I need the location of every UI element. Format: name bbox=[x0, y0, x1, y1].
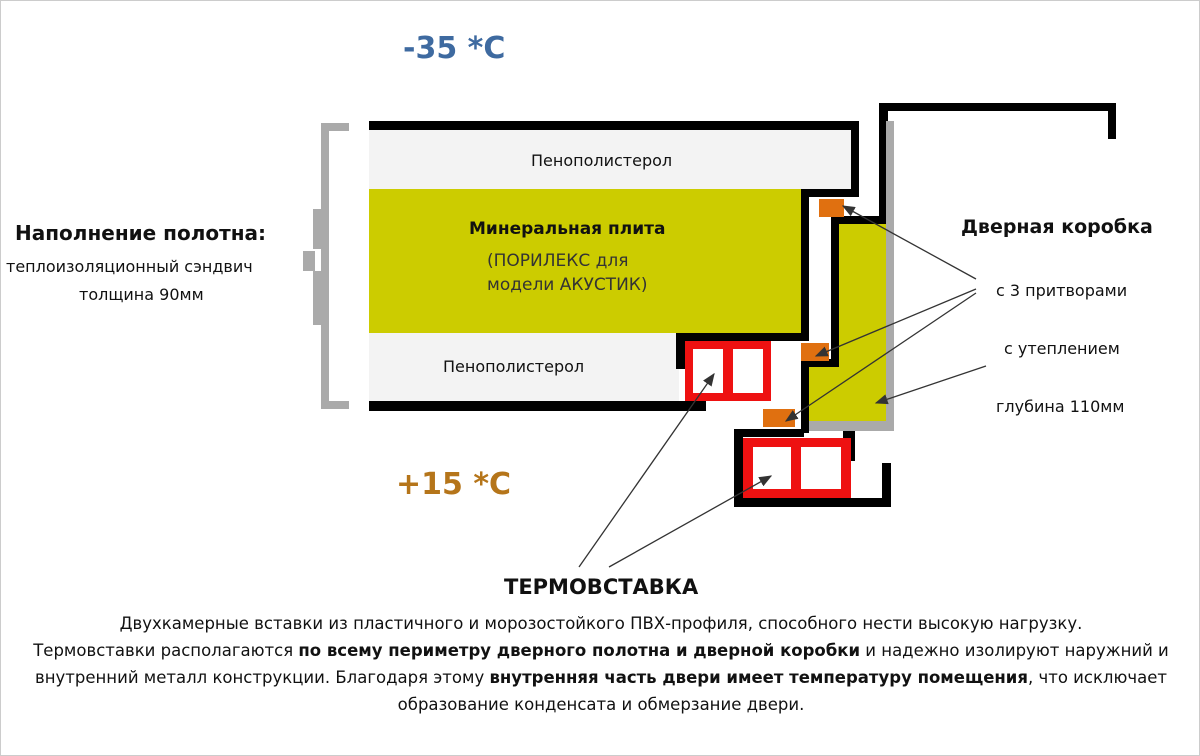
mineral-plate bbox=[369, 189, 801, 333]
thermo-description: Двухкамерные вставки из пластичного и мо… bbox=[1, 610, 1199, 718]
frame-insulation-label: с утеплением bbox=[1004, 339, 1120, 358]
mineral-title: Минеральная плита bbox=[469, 219, 666, 239]
desc-line-4: образование конденсата и обмерзание двер… bbox=[397, 695, 805, 714]
foam-bottom bbox=[369, 333, 679, 401]
thermo-title: ТЕРМОВСТАВКА bbox=[504, 575, 699, 599]
thermo-insert-leaf bbox=[685, 341, 771, 401]
text: и надежно изолируют наружний и bbox=[860, 641, 1169, 660]
mineral-sub1: (ПОРИЛЕКС для bbox=[487, 251, 629, 271]
leaf-fill-title: Наполнение полотна: bbox=[15, 221, 267, 245]
text: , что исключает bbox=[1027, 668, 1167, 687]
frame-depth: глубина 110мм bbox=[996, 397, 1125, 416]
text: внутренний металл конструкции. Благодаря… bbox=[35, 668, 490, 687]
desc-line-3: внутренний металл конструкции. Благодаря… bbox=[1, 664, 1199, 691]
mineral-sub2: модели АКУСТИК) bbox=[487, 275, 648, 295]
arrows bbox=[578, 205, 987, 568]
foam-top bbox=[369, 130, 851, 189]
foam-top-label: Пенополистерол bbox=[531, 151, 673, 170]
desc-line-2: Термовставки располагаются по всему пери… bbox=[1, 637, 1199, 664]
foam-bottom-label: Пенополистерол bbox=[443, 357, 585, 376]
outside-temperature: -35 *C bbox=[403, 31, 506, 66]
desc-line-1: Двухкамерные вставки из пластичного и мо… bbox=[119, 614, 1083, 633]
left-bracket bbox=[303, 123, 349, 409]
frame-title: Дверная коробка bbox=[961, 216, 1153, 238]
thermo-insert-frame bbox=[743, 438, 851, 498]
frame-outline bbox=[809, 121, 894, 431]
emphasis: внутренняя часть двери имеет температуру… bbox=[489, 668, 1028, 687]
leaf-fill-desc: теплоизоляционный сэндвич bbox=[6, 257, 253, 276]
emphasis: по всему периметру дверного полотна и дв… bbox=[298, 641, 861, 660]
text: Термовставки располагаются bbox=[33, 641, 299, 660]
frame-seals: с 3 притворами bbox=[996, 281, 1128, 300]
leaf-thickness: толщина 90мм bbox=[79, 285, 204, 304]
inside-temperature: +15 *C bbox=[396, 467, 512, 502]
